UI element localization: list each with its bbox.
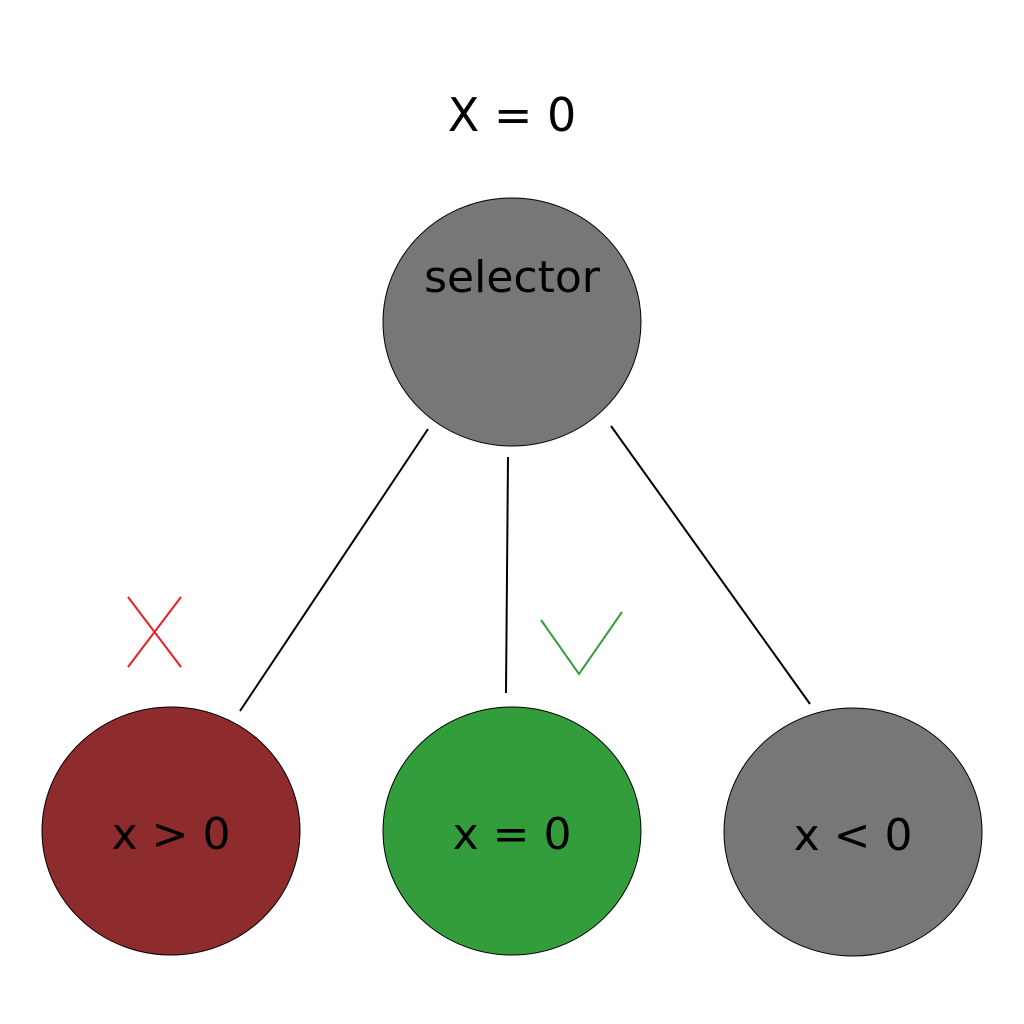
- child-node-negative: x < 0: [723, 707, 983, 957]
- edge-selector-to-negative: [610, 425, 811, 705]
- edge-selector-to-positive: [239, 428, 429, 712]
- selector-node: selector: [382, 197, 642, 447]
- child-node-positive: x > 0: [41, 706, 301, 956]
- selector-node-label: selector: [424, 252, 601, 303]
- child-node-negative-label: x < 0: [794, 810, 913, 861]
- child-node-zero-label: x = 0: [453, 809, 572, 860]
- child-node-negative-shape: [723, 707, 983, 957]
- edges: [239, 425, 811, 712]
- edge-selector-to-zero: [505, 456, 509, 694]
- child-node-zero: x = 0: [382, 706, 642, 956]
- child-node-zero-shape: [382, 706, 642, 956]
- cross-icon: [127, 596, 182, 668]
- child-node-positive-shape: [41, 706, 301, 956]
- check-icon: [540, 611, 623, 676]
- selector-node-shape: [382, 197, 642, 447]
- child-node-positive-label: x > 0: [112, 809, 231, 860]
- diagram-heading: X = 0: [448, 88, 577, 142]
